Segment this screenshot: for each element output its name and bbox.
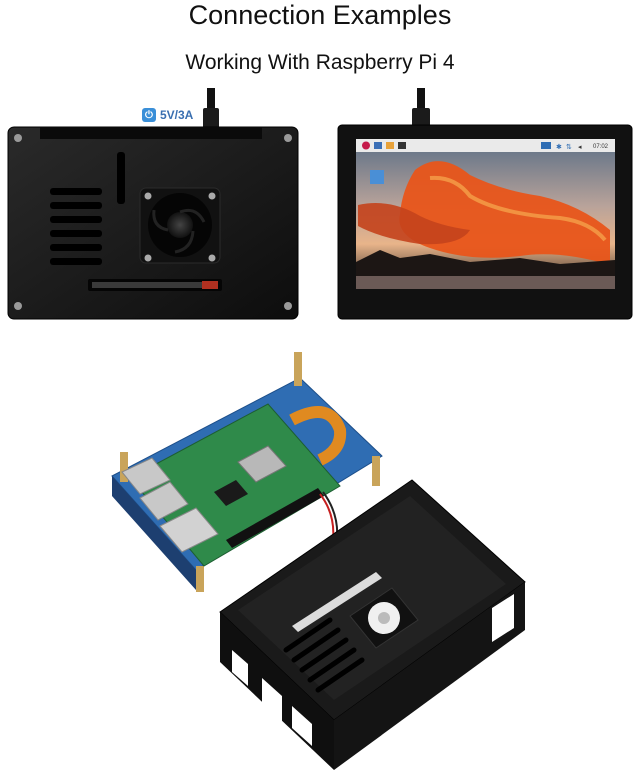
power-spec: ⏻ 5V/3A: [142, 108, 193, 122]
gpio-pins: [92, 282, 202, 288]
standoff: [372, 456, 380, 486]
usb-port: [121, 457, 171, 495]
assembly-illustration: [111, 352, 526, 770]
bluetooth-icon: ✱: [556, 143, 562, 151]
port-cutout: [262, 678, 282, 722]
display-cable: [417, 88, 425, 110]
usb-port: [139, 481, 189, 521]
fan-icon: [139, 187, 221, 264]
soc-chip: [237, 445, 287, 483]
power-spec-label: 5V/3A: [160, 108, 194, 122]
volume-icon: ◂: [578, 143, 582, 151]
standoff: [294, 352, 302, 386]
display-unit: ✱ ⇅ ◂: [337, 88, 633, 320]
taskbar: [356, 139, 615, 152]
case-slot: [117, 152, 125, 204]
raspberry-menu-icon: [362, 141, 370, 150]
ram-chip: [214, 480, 248, 506]
screw: [14, 134, 22, 142]
folder-icon: [386, 142, 394, 149]
fan-connector: [202, 281, 218, 289]
port-cutout: [232, 650, 248, 686]
flex-cable: [289, 406, 347, 466]
screw: [284, 302, 292, 310]
port-cutout: [492, 594, 514, 642]
browser-icon: [374, 142, 382, 149]
case-vents: [283, 617, 365, 693]
port-cutout: [292, 706, 312, 746]
vent-slots: [50, 188, 102, 265]
standoff: [196, 566, 204, 592]
ethernet-port: [159, 507, 219, 553]
page-title: Connection Examples: [188, 0, 452, 30]
network-icon: ⇅: [566, 143, 572, 151]
display-plug: [412, 108, 430, 128]
vnc-icon: [541, 142, 551, 149]
mountains: [356, 250, 615, 276]
terminal-icon: [398, 142, 406, 149]
trash-icon: [370, 170, 384, 184]
standoff: [120, 452, 128, 482]
screw: [284, 134, 292, 142]
case-top-lip: [40, 127, 262, 139]
case-fan-icon: [349, 587, 419, 649]
gpio-header: [226, 488, 324, 548]
case-opening: [292, 572, 382, 632]
power-icon: ⏻: [142, 108, 156, 122]
page-subtitle: Working With Raspberry Pi 4: [185, 51, 455, 74]
taskbar-clock: 07:02: [593, 144, 609, 150]
case-back: [7, 88, 299, 320]
lake: [356, 276, 615, 289]
power-cable: [207, 88, 215, 110]
screw: [14, 302, 22, 310]
